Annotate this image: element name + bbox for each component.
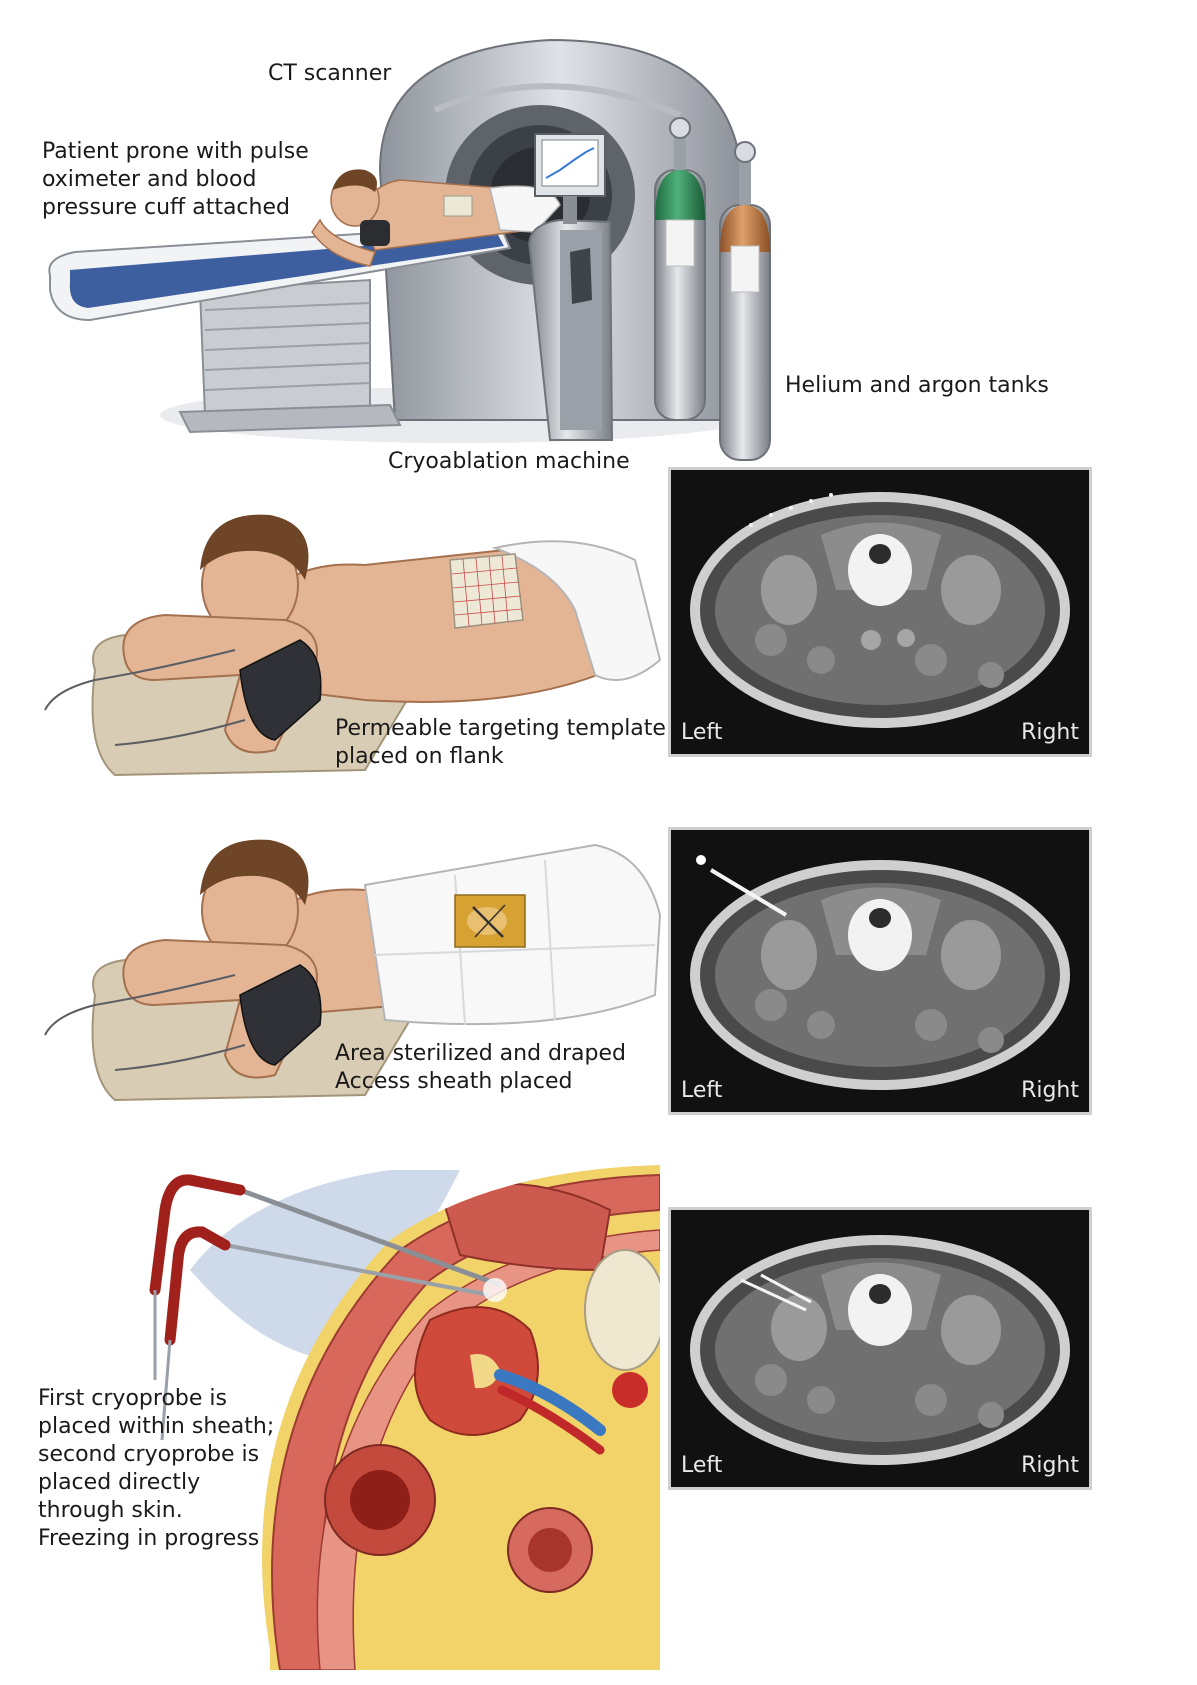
- vertebra: [584, 1249, 660, 1371]
- ct-scan-image-1: [690, 492, 1070, 728]
- label-cryoprobe: First cryoprobe is placed within sheath;…: [38, 1386, 275, 1551]
- patient-hair: [200, 514, 309, 580]
- ct-access-sheath: [709, 868, 788, 917]
- ct-scan-image-2: [690, 855, 1070, 1090]
- label-cryoablation-machine: Cryoablation machine: [388, 449, 630, 474]
- ct-vertebra: [848, 534, 912, 606]
- access-window: [454, 894, 526, 948]
- label-ct-scanner: CT scanner: [268, 61, 392, 86]
- targeting-template-small: [443, 195, 473, 217]
- label-template: Permeable targeting template placed on f…: [335, 716, 666, 769]
- ct2-left-label: Left: [681, 1078, 723, 1103]
- ct3-right-label: Right: [1021, 1453, 1079, 1478]
- targeting-template: [449, 553, 524, 629]
- label-sterilized: Area sterilized and draped Access sheath…: [335, 1041, 627, 1094]
- bp-cuff: [239, 639, 322, 741]
- ct-scan-panel-2: Left Right: [668, 827, 1092, 1115]
- ct-vertebra: [848, 1274, 912, 1346]
- ct1-right-label: Right: [1021, 720, 1079, 745]
- ct-scan-panel-1: Left Right: [668, 467, 1092, 757]
- ct3-left-label: Left: [681, 1453, 723, 1478]
- ct-cryoprobe-2: [760, 1273, 812, 1304]
- patient-hair: [200, 839, 309, 905]
- label-tanks: Helium and argon tanks: [785, 373, 1049, 398]
- access-sheath: [472, 906, 504, 938]
- patient-on-table: [311, 169, 561, 267]
- bp-cuff: [239, 964, 322, 1066]
- patient-draped-illustration: [44, 839, 662, 1102]
- cryoprobe-anatomy-illustration: [149, 1165, 660, 1670]
- bp-cuff: [360, 220, 390, 246]
- table-blue-pad: [69, 235, 505, 308]
- hip-drape: [491, 540, 662, 681]
- ct2-right-label: Right: [1021, 1078, 1079, 1103]
- renal-vessels: [494, 1369, 606, 1436]
- ct-cryoprobe-1: [740, 1278, 807, 1312]
- label-patient-prone: Patient prone with pulse oximeter and bl…: [42, 139, 309, 220]
- ct-scan-panel-3: Left Right: [668, 1207, 1092, 1490]
- helium-argon-tanks: [654, 117, 771, 461]
- ct-vertebra: [848, 899, 912, 971]
- ct-scanner-setup-illustration: [48, 38, 771, 461]
- patient-template-illustration: [44, 514, 662, 777]
- oximeter-cable: [44, 649, 236, 711]
- cryoablation-machine: [528, 133, 614, 441]
- oximeter-cable: [44, 974, 236, 1036]
- ct-scan-image-3: [690, 1235, 1070, 1465]
- cryoprobes: [149, 1174, 507, 1441]
- abdominal-cross-section: [262, 1165, 660, 1670]
- ct1-left-label: Left: [681, 720, 723, 745]
